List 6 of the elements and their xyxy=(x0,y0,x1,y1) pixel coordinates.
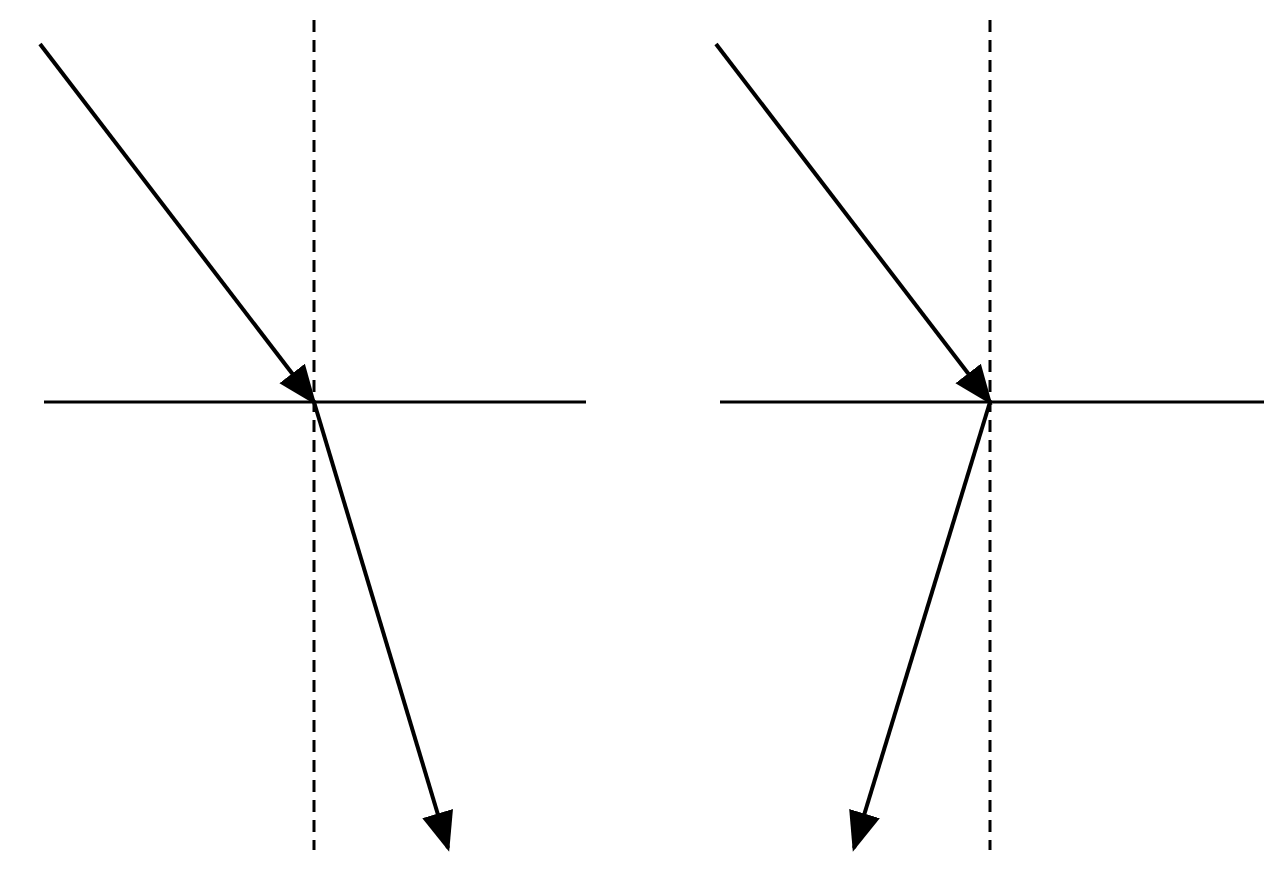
ray-arrow xyxy=(38,42,317,406)
ray-arrow xyxy=(714,42,993,406)
surface-line xyxy=(720,400,1264,404)
ray-arrow xyxy=(849,401,992,852)
ray-arrow xyxy=(312,401,453,852)
surface-line xyxy=(44,400,586,404)
